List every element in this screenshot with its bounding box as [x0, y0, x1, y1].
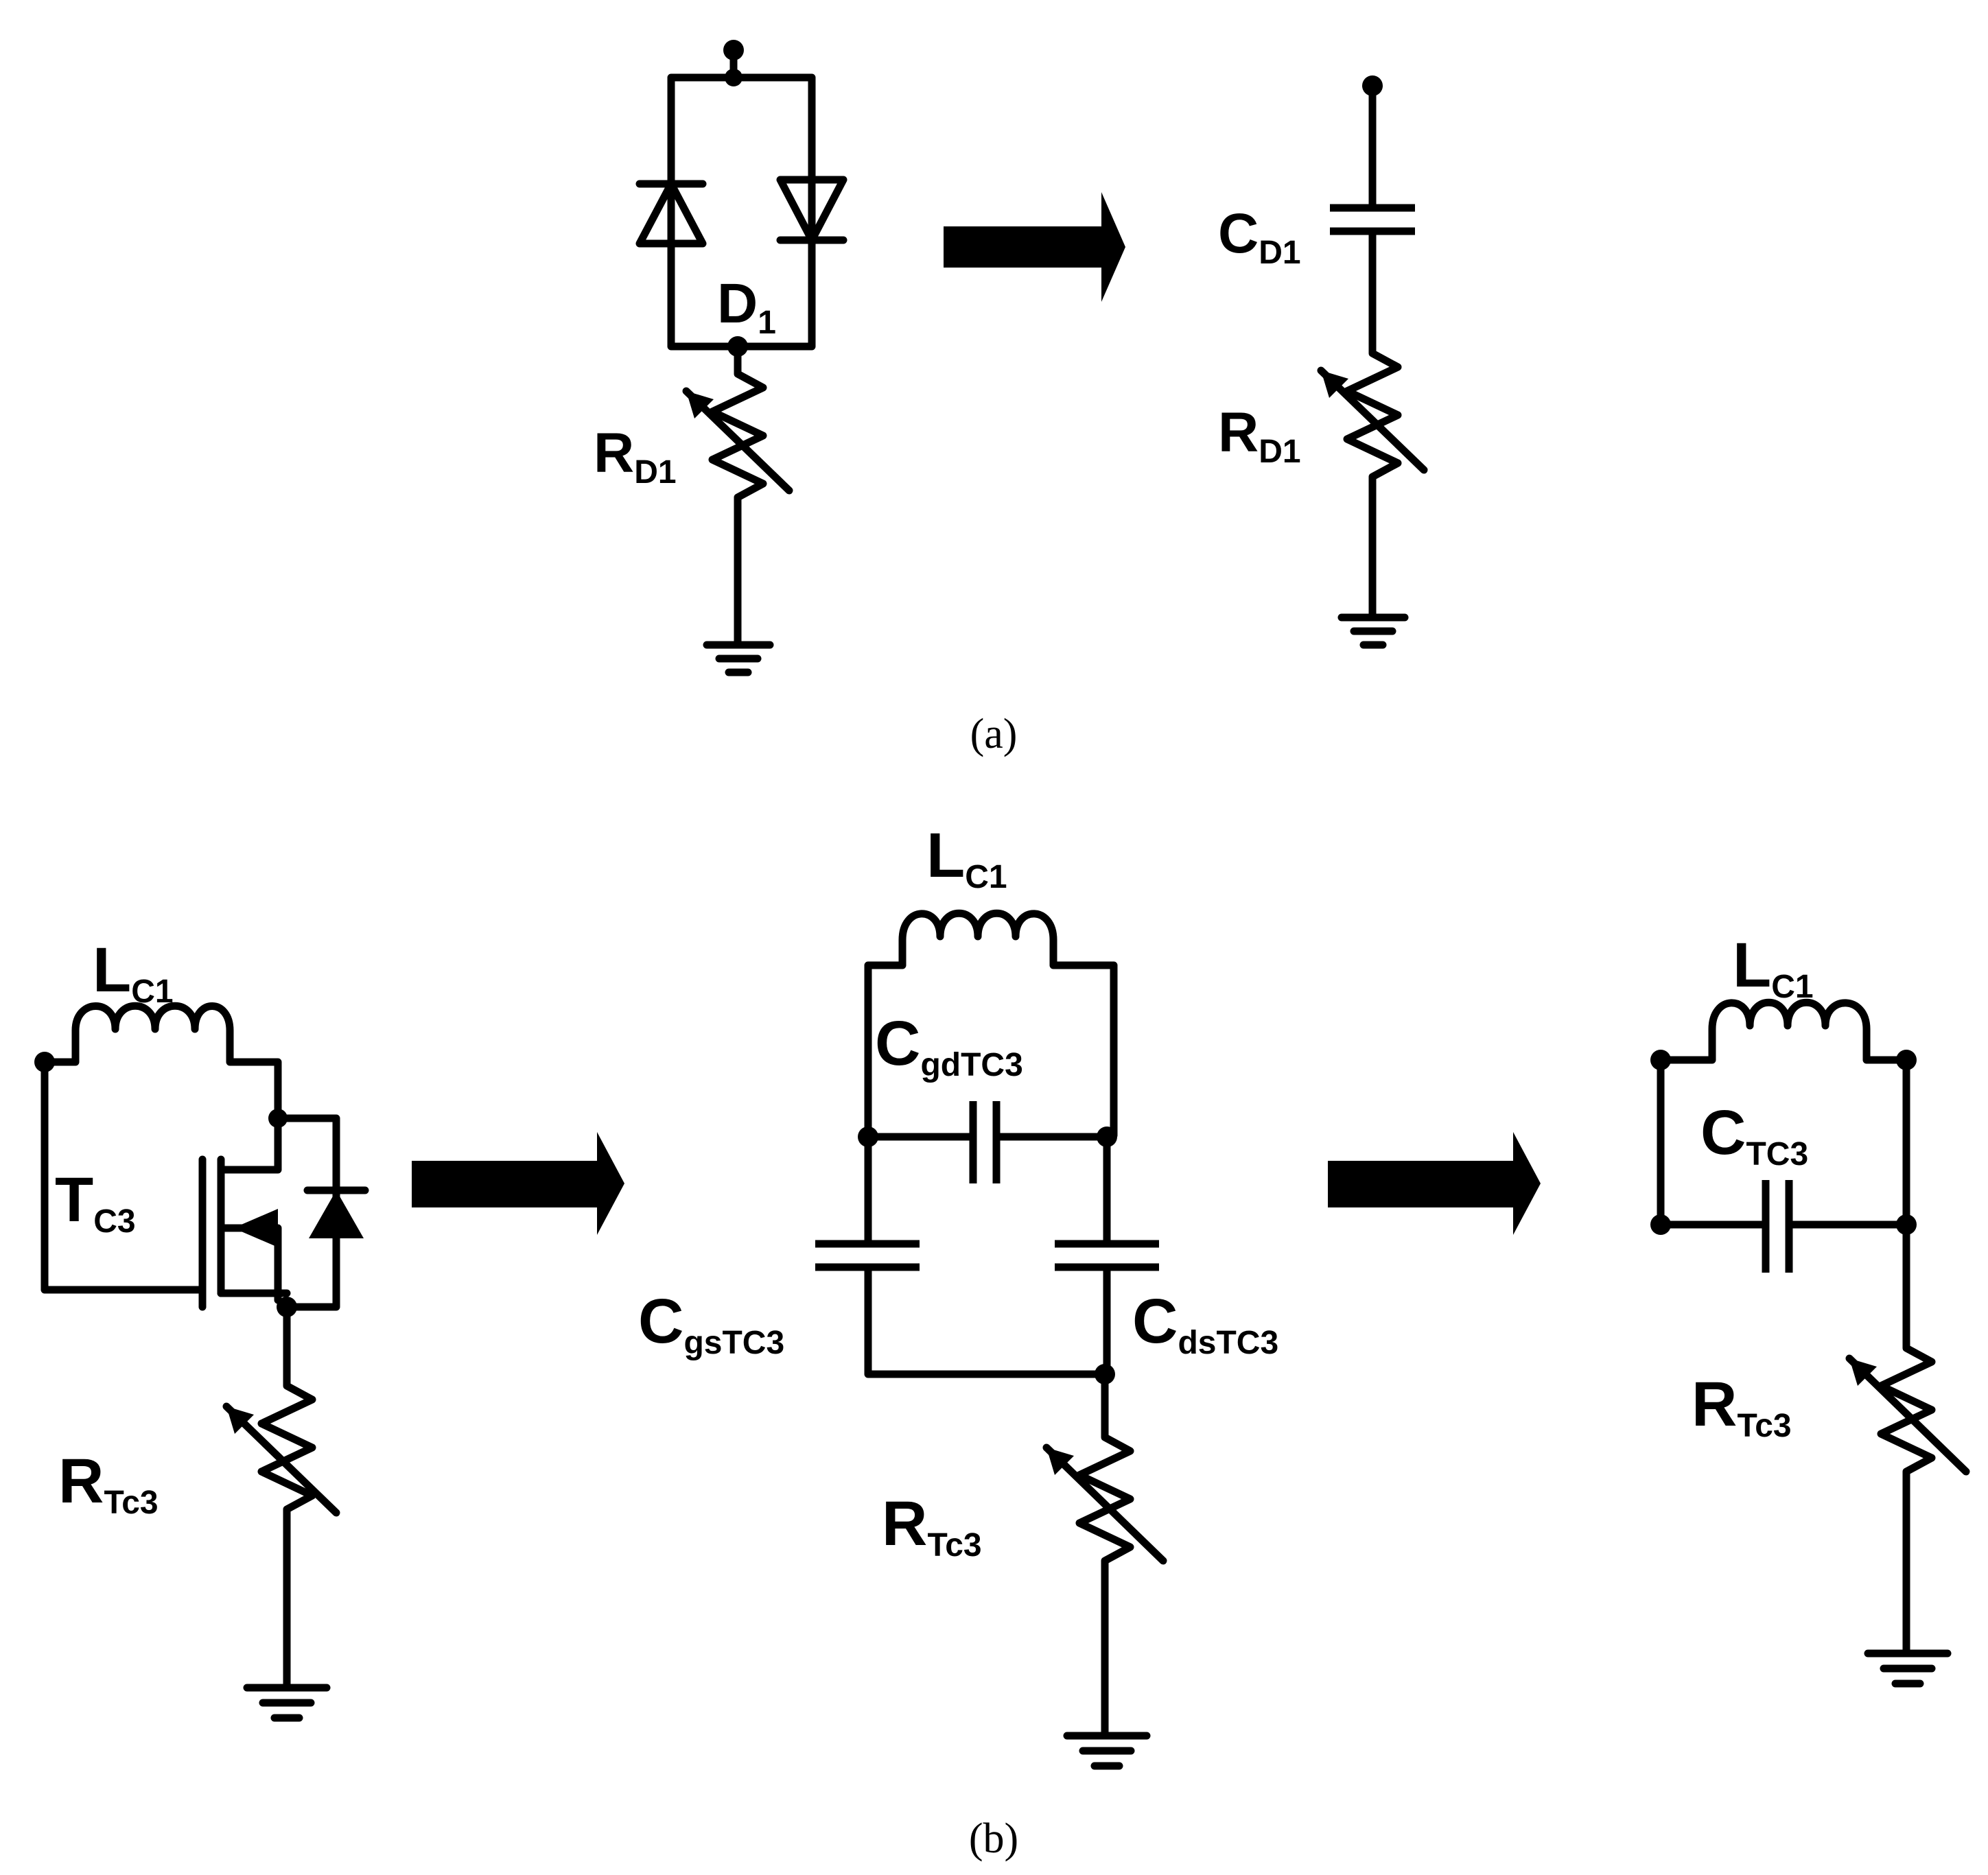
label-lc1-right: LC1 — [1733, 930, 1814, 1005]
diode-down-symbol — [776, 154, 847, 251]
inductor-symbol — [864, 909, 1118, 1141]
label-cd1: CD1 — [1218, 202, 1301, 271]
arrow-right-icon — [412, 1132, 624, 1235]
junction-dot — [725, 69, 742, 86]
arrow-right-icon — [944, 192, 1125, 302]
panel-a-equivalent-circuit: CD1 RD1 — [1218, 75, 1428, 649]
label-lc1-left: LC1 — [93, 935, 174, 1010]
left-node — [1650, 1214, 1671, 1235]
arrow-right-icon — [1328, 1132, 1541, 1235]
label-rtc3-left: RTc3 — [58, 1446, 159, 1521]
panel-a-diode-circuit: D1 RD1 — [594, 40, 847, 676]
inductor-symbol — [1657, 998, 1910, 1064]
label-tc3: TC3 — [55, 1165, 136, 1240]
caption-b: (b) — [969, 1815, 1018, 1862]
panel-b-parasitic-circuit: LC1 CgdTC3 CgsTC3 CdsTC3 RTc3 — [638, 821, 1278, 1770]
mosfet-symbol — [198, 1114, 291, 1311]
label-cgstc3: CgsTC3 — [638, 1286, 784, 1361]
label-cdstc3: CdsTC3 — [1132, 1286, 1278, 1361]
label-rtc3-mid: RTc3 — [882, 1489, 982, 1564]
diode-up-symbol — [635, 154, 707, 251]
body-diode-symbol — [274, 1114, 369, 1311]
label-lc1-mid: LC1 — [926, 821, 1007, 895]
inductor-symbol — [40, 1002, 282, 1122]
label-d1: D1 — [717, 272, 776, 341]
label-rd1-left: RD1 — [594, 422, 677, 491]
label-cgdtc3: CgdTC3 — [875, 1009, 1023, 1083]
label-ctc3: CTC3 — [1700, 1098, 1808, 1172]
panel-b-equivalent-circuit: LC1 CTC3 RTc3 — [1650, 930, 1970, 1688]
variable-resistor — [682, 342, 793, 649]
label-rd1-right: RD1 — [1218, 401, 1301, 470]
panel-b-transistor-circuit: LC1 TC3 RTc3 — [34, 935, 369, 1722]
label-rtc3-right: RTc3 — [1692, 1369, 1792, 1444]
caption-a: (a) — [970, 711, 1018, 757]
ground-symbol — [703, 641, 774, 676]
diode-loop-wire — [667, 73, 816, 351]
